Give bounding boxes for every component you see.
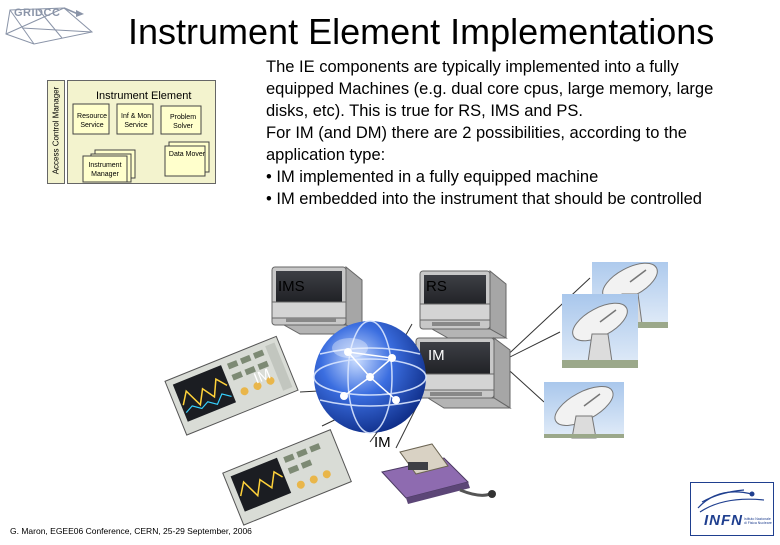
slide-title: Instrument Element Implementations — [128, 11, 715, 52]
infn-logo — [690, 482, 774, 536]
rs-label: RS — [426, 278, 447, 295]
ims-label: IMS — [278, 278, 305, 295]
footer: G. Maron, EGEE06 Conference, CERN, 25-29… — [10, 526, 252, 536]
ie-diagram — [47, 80, 217, 184]
box-inf-mon-service: Inf & Mon Service — [121, 113, 151, 129]
body-line-1: The IE components are typically implemen… — [266, 58, 714, 120]
body-text: The IE components are typically implemen… — [266, 56, 714, 210]
side-label: Access Control Manager — [51, 86, 61, 175]
im-computer-label: IM — [428, 347, 445, 364]
box-data-mover: Data Mover — [168, 151, 206, 158]
im-embedded-label: IM — [374, 434, 391, 451]
infn-subtitle: Istituto Nazionale di Fisica Nucleare — [744, 517, 772, 525]
logo-text: GRIDCC — [14, 7, 61, 19]
body-line-2: For IM (and DM) there are 2 possibilitie… — [266, 124, 687, 164]
gridcc-logo — [4, 4, 94, 46]
network-illustration — [160, 256, 780, 540]
body-line-4: • IM embedded into the instrument that s… — [266, 190, 702, 208]
box-resource-service: Resource Service — [77, 113, 107, 129]
box-problem-solver: Problem Solver — [169, 114, 197, 130]
body-line-3: • IM implemented in a fully equipped mac… — [266, 168, 599, 186]
ie-title: Instrument Element — [96, 90, 192, 102]
infn-name: INFN — [704, 512, 743, 529]
box-instrument-manager: Instrument Manager — [88, 162, 122, 178]
